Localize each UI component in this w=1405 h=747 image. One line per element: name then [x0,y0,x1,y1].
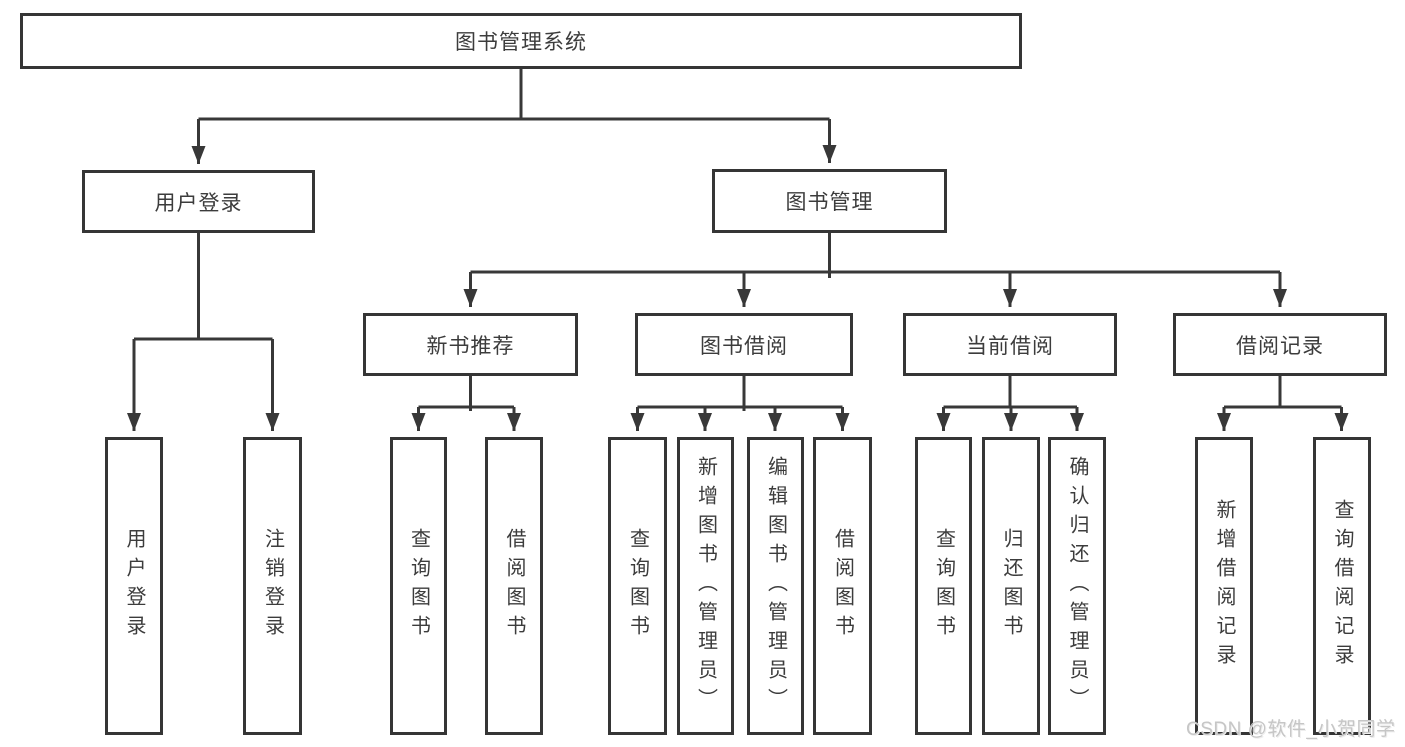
node-system-root: 图书管理系统 [20,13,1022,69]
leaf-borrow-book-recommend: 借阅图书 [485,437,543,735]
leaf-label: 查询借阅记录 [1331,499,1353,673]
node-label: 图书管理系统 [455,31,587,54]
node-label: 用户登录 [154,191,243,215]
leaf-logout: 注销登录 [243,437,302,735]
node-label: 新书推荐 [426,334,515,358]
node-borrow-record: 借阅记录 [1173,313,1387,376]
leaf-query-book-current: 查询图书 [915,437,972,735]
leaf-label: 查询图书 [626,528,649,644]
node-book-management: 图书管理 [712,169,947,233]
leaf-edit-book-admin: 编辑图书（管理员） [747,437,804,735]
node-user-login: 用户登录 [82,170,315,233]
leaf-query-book-borrow: 查询图书 [608,437,667,735]
node-book-borrow: 图书借阅 [635,313,853,376]
node-label: 图书借阅 [700,334,788,358]
node-label: 借阅记录 [1236,334,1324,358]
node-current-borrow: 当前借阅 [903,313,1117,376]
leaf-label: 编辑图书（管理员） [764,455,787,717]
node-new-book-recommend: 新书推荐 [363,313,578,376]
leaf-query-borrow-record: 查询借阅记录 [1313,437,1371,735]
leaf-borrow-book: 借阅图书 [813,437,872,735]
leaf-label: 新增借阅记录 [1213,499,1235,673]
leaf-label: 归还图书 [1000,528,1022,644]
leaf-label: 用户登录 [123,528,145,644]
connector-arrows [127,119,1349,431]
leaf-label: 查询图书 [407,528,430,644]
leaf-label: 借阅图书 [831,528,854,644]
node-label: 图书管理 [785,191,874,214]
leaf-add-borrow-record: 新增借阅记录 [1195,437,1253,735]
csdn-watermark: CSDN @软件_小贺同学 [1186,719,1396,740]
leaf-label: 注销登录 [261,528,284,644]
leaf-label: 借阅图书 [503,528,525,644]
leaf-confirm-return-admin: 确认归还（管理员） [1048,437,1106,735]
leaf-return-book: 归还图书 [982,437,1040,735]
leaf-query-book-recommend: 查询图书 [390,437,447,735]
leaf-label: 查询图书 [932,528,955,644]
leaf-label: 确认归还（管理员） [1066,455,1088,717]
leaf-label: 新增图书（管理员） [694,455,717,717]
leaf-user-login: 用户登录 [105,437,163,735]
connector-trunks [134,69,1342,411]
node-label: 当前借阅 [966,334,1054,358]
leaf-add-book-admin: 新增图书（管理员） [677,437,734,735]
